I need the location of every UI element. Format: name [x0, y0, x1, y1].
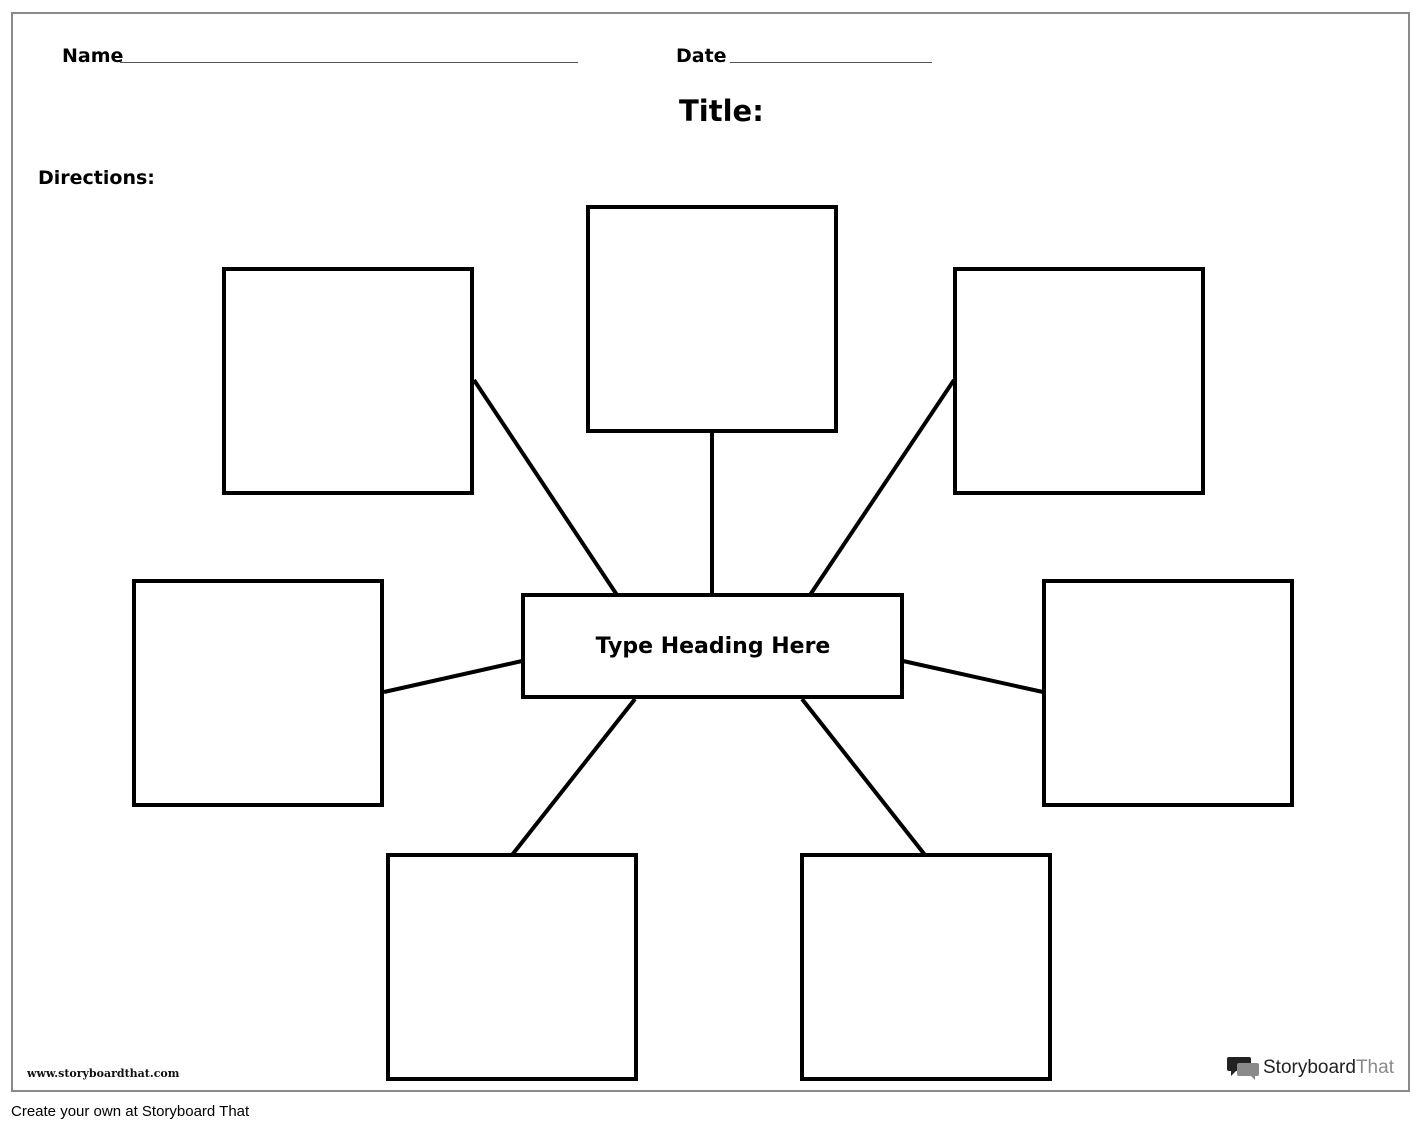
date-label: Date: [676, 45, 727, 67]
directions-label: Directions:: [38, 167, 155, 189]
logo-text-light: That: [1355, 1057, 1394, 1078]
outer-box-bottom-right: [800, 853, 1052, 1081]
speech-bubbles-icon: [1227, 1057, 1259, 1080]
connector-top-right: [808, 378, 956, 597]
outer-box-top-left: [222, 267, 474, 495]
storyboardthat-logo: StoryboardThat: [1227, 1055, 1394, 1081]
connector-bottom-right: [800, 697, 927, 857]
connector-left: [383, 659, 523, 694]
center-heading-box: [521, 593, 904, 699]
outer-box-right: [1042, 579, 1294, 807]
name-label: Name: [62, 45, 124, 67]
outer-box-top-right: [953, 267, 1205, 495]
logo-text-dark: Storyboard: [1263, 1057, 1356, 1078]
date-fill-line: [730, 62, 932, 63]
outer-box-top: [586, 205, 838, 433]
name-fill-line: [120, 62, 578, 63]
website-url: www.storyboardthat.com: [27, 1067, 180, 1080]
footer-text[interactable]: Create your own at Storyboard That: [11, 1103, 250, 1120]
connector-right: [902, 659, 1044, 694]
connector-bottom-left: [510, 697, 637, 857]
logo-text: StoryboardThat: [1263, 1057, 1394, 1079]
outer-box-left: [132, 579, 384, 807]
connector-top-left: [472, 378, 619, 597]
outer-box-bottom-left: [386, 853, 638, 1081]
center-heading-text[interactable]: Type Heading Here: [595, 633, 831, 659]
title-label: Title:: [679, 94, 764, 128]
